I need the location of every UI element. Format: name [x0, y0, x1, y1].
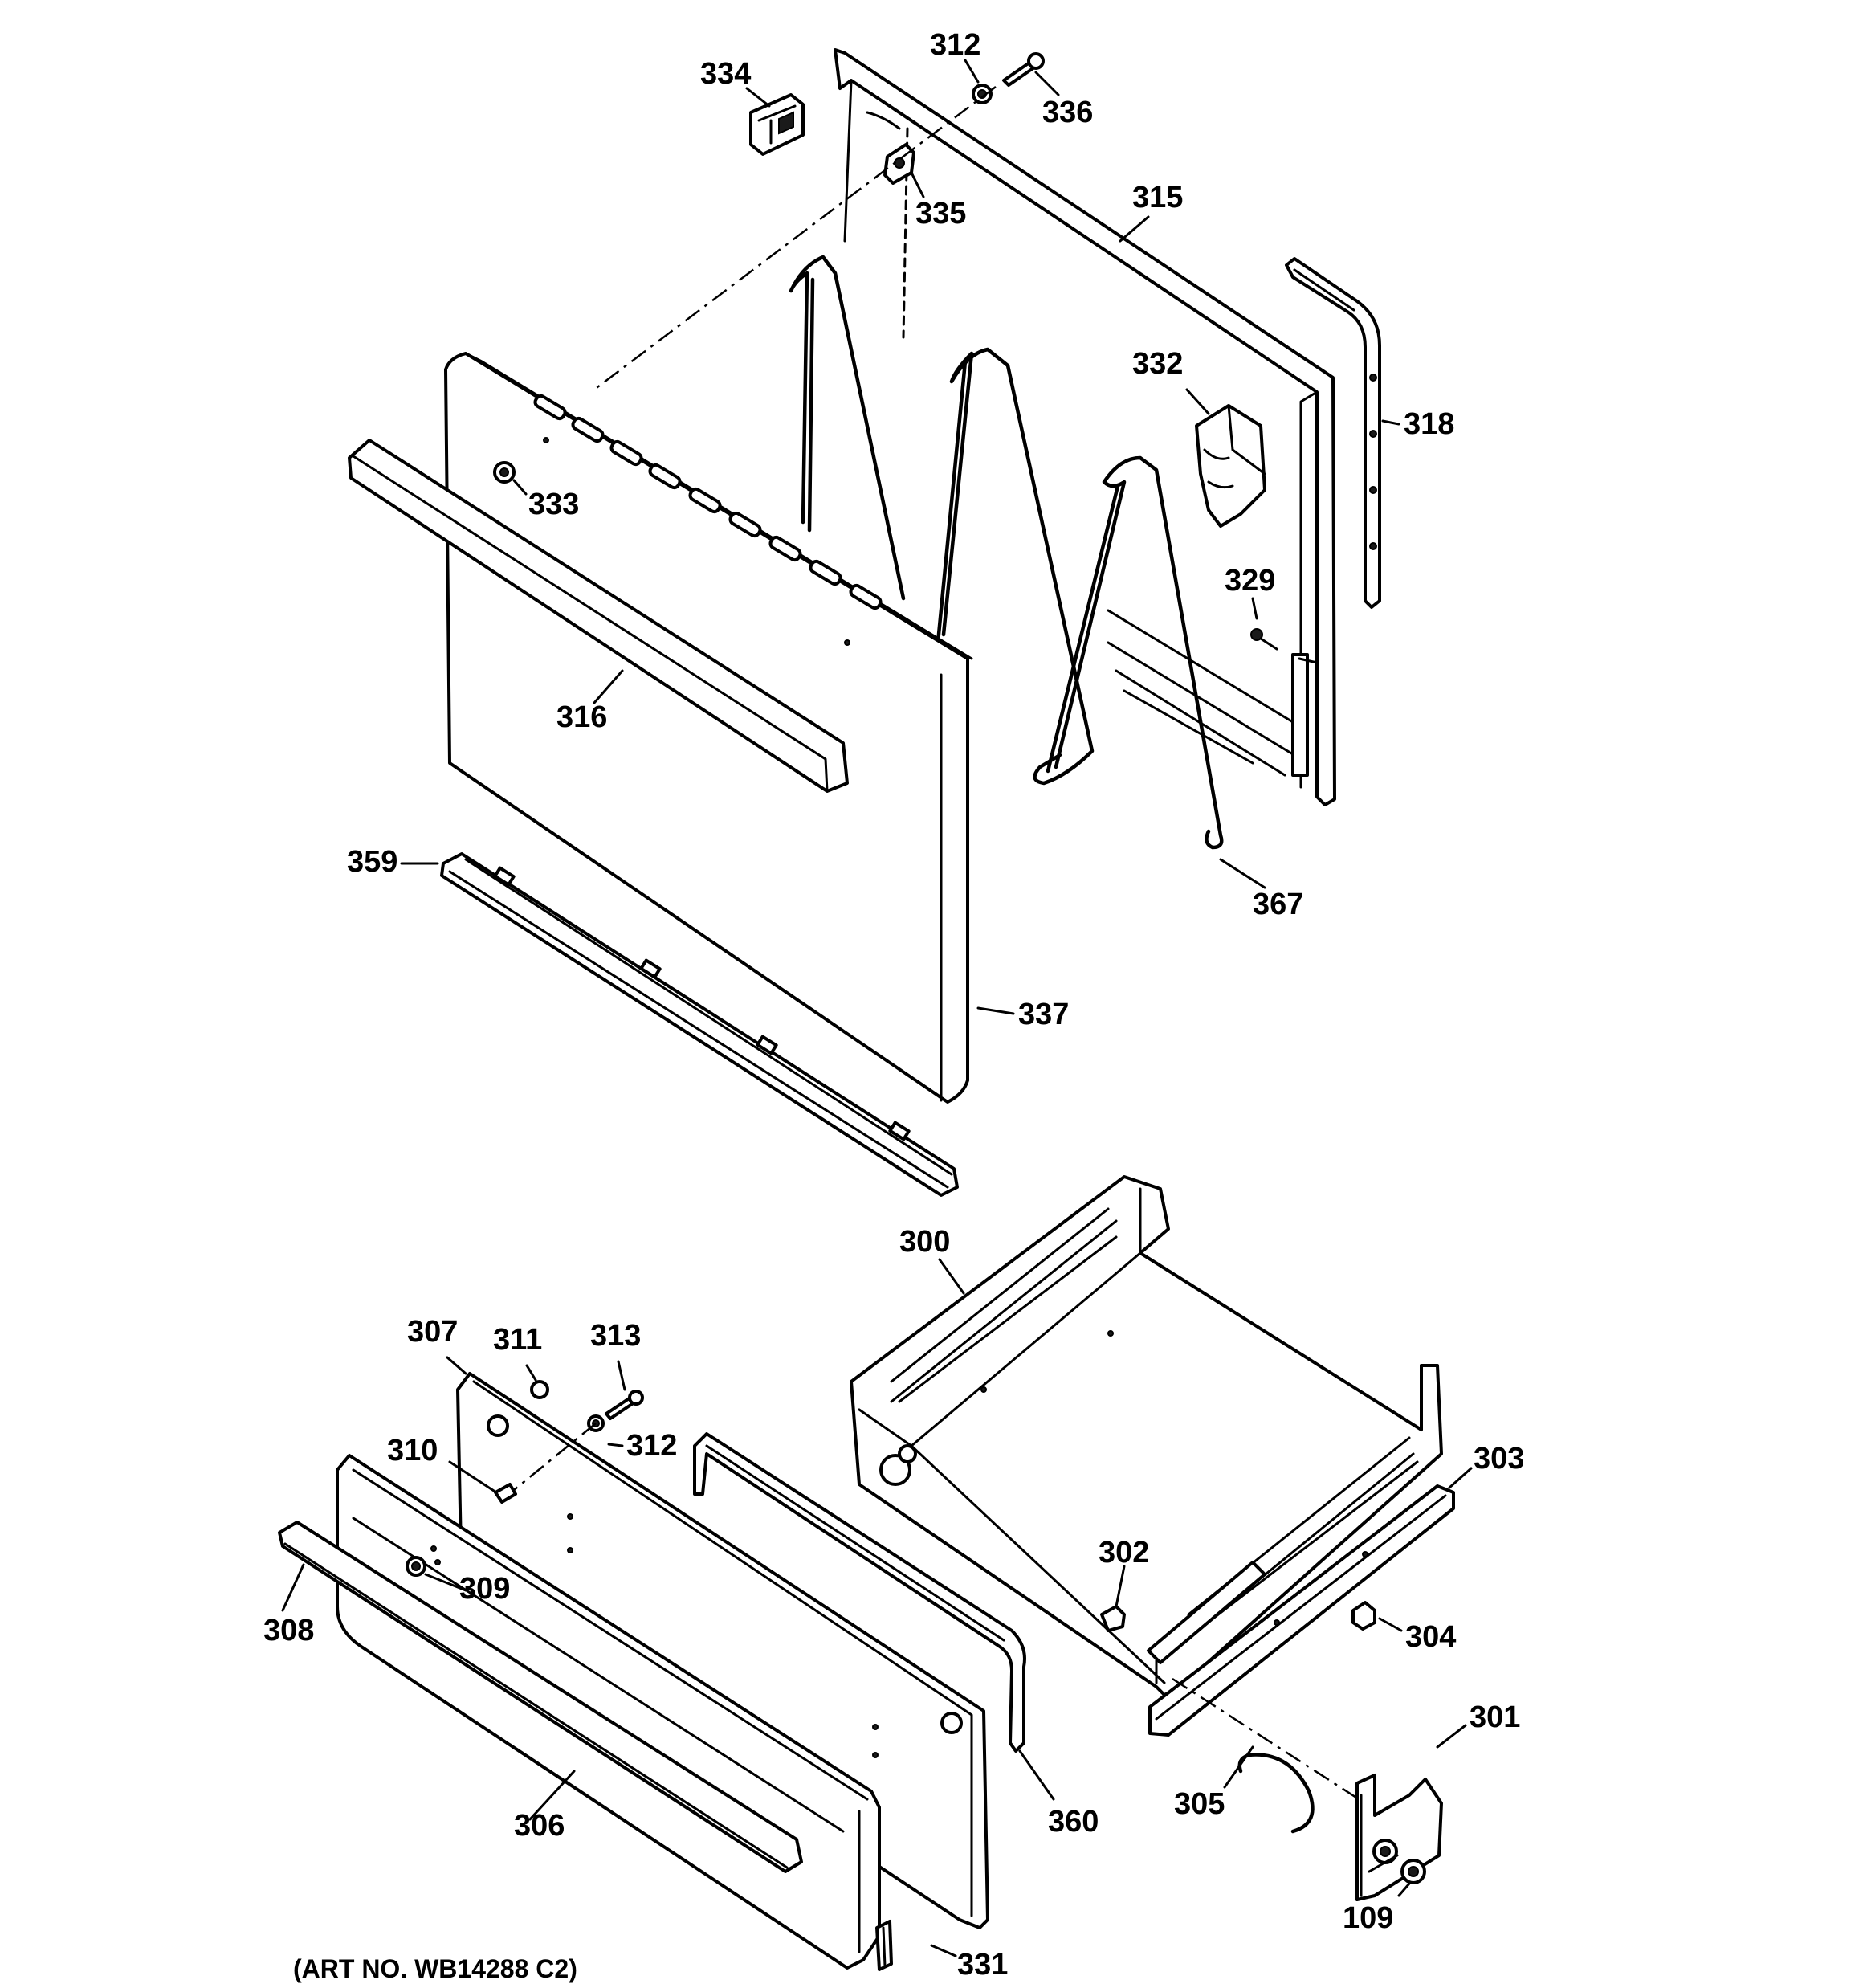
callout-318: 318 — [1404, 407, 1454, 441]
nut-312-top — [972, 84, 993, 104]
assembly-line-front — [513, 1423, 597, 1491]
drawer-rail-303 — [1148, 1484, 1455, 1737]
callout-329: 329 — [1225, 564, 1275, 598]
callout-303: 303 — [1474, 1442, 1524, 1476]
roller-304 — [1351, 1601, 1376, 1631]
bracket-331 — [875, 1920, 893, 1971]
art-number: (ART NO. WB14288 C2) — [293, 1954, 577, 1983]
callout-310: 310 — [387, 1434, 438, 1468]
callout-331: 331 — [957, 1948, 1008, 1982]
callout-312-lower: 312 — [626, 1429, 677, 1463]
callout-301: 301 — [1470, 1700, 1520, 1734]
drawer-handle-308 — [278, 1521, 803, 1873]
callout-300: 300 — [899, 1225, 950, 1259]
callout-335: 335 — [915, 197, 966, 231]
callout-332: 332 — [1132, 347, 1183, 381]
screw-313 — [605, 1390, 644, 1420]
callout-315: 315 — [1132, 181, 1183, 214]
callout-311: 311 — [493, 1323, 542, 1357]
callout-305: 305 — [1174, 1787, 1225, 1821]
drawer-body-300 — [850, 1175, 1443, 1696]
callout-306: 306 — [514, 1809, 565, 1843]
wire-clip-305 — [1237, 1753, 1315, 1834]
clip-310 — [494, 1483, 517, 1504]
drawer-gasket-360 — [693, 1432, 1026, 1753]
callout-309: 309 — [459, 1572, 510, 1606]
callout-307: 307 — [407, 1315, 458, 1349]
callout-302: 302 — [1099, 1536, 1149, 1570]
outer-door-panel-337 — [444, 352, 973, 1104]
callout-334: 334 — [700, 57, 751, 91]
oven-racks-367 — [789, 255, 1224, 850]
door-inner-liner — [834, 48, 1336, 806]
screw-336 — [1002, 52, 1045, 87]
insulation-332 — [1195, 404, 1266, 528]
callout-359: 359 — [347, 845, 397, 879]
leader-lines — [281, 59, 1473, 1957]
callout-labels: 312 336 334 335 315 318 332 333 329 316 … — [263, 28, 1524, 1983]
assembly-line-drawer — [1172, 1677, 1366, 1805]
hinge-bracket-334 — [749, 93, 805, 156]
callout-336: 336 — [1042, 96, 1093, 129]
door-bottom-trim-359 — [440, 852, 959, 1197]
screw-329 — [1250, 628, 1278, 651]
callout-304: 304 — [1405, 1620, 1456, 1654]
door-gasket-318 — [1285, 257, 1381, 609]
callout-337: 337 — [1018, 998, 1069, 1031]
callout-308: 308 — [263, 1614, 314, 1647]
callout-313: 313 — [590, 1319, 641, 1353]
callout-360: 360 — [1048, 1805, 1099, 1839]
callout-316: 316 — [556, 700, 607, 734]
callout-312-top: 312 — [930, 28, 980, 62]
callout-367: 367 — [1253, 888, 1303, 921]
callout-109: 109 — [1343, 1901, 1393, 1935]
assembly-line-top — [593, 86, 997, 390]
callout-333: 333 — [528, 488, 579, 521]
clip-335 — [883, 143, 915, 185]
stud-302 — [1100, 1605, 1126, 1632]
bumper-309 — [406, 1556, 426, 1577]
door-handle-316 — [348, 439, 849, 793]
screw-333 — [493, 437, 549, 484]
drawer-bracket-301 — [1355, 1774, 1443, 1901]
nut-109 — [1400, 1859, 1426, 1884]
door-vent-slots — [533, 394, 883, 610]
spacer-311 — [530, 1380, 549, 1399]
